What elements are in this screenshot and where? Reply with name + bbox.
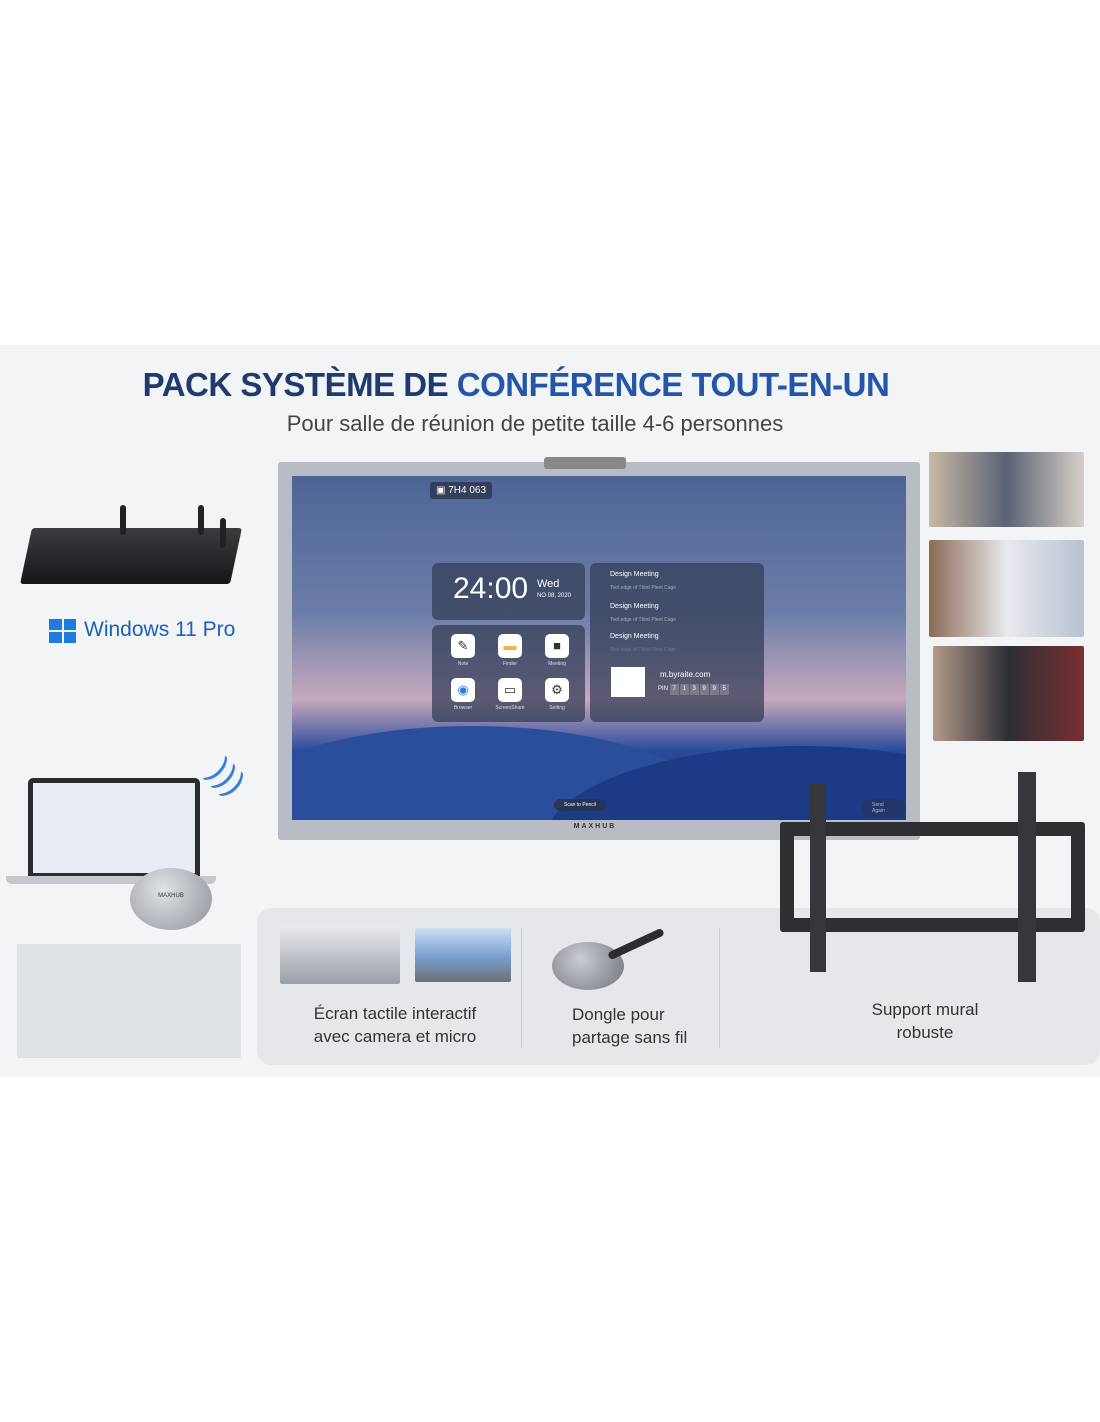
video-conference-photo — [929, 452, 1084, 527]
display-screen: ▣ 7H4 063 24:00 Wed NO 08, 2020 ✎Note ▬F… — [292, 476, 906, 820]
subtitle: Pour salle de réunion de petite taille 4… — [286, 411, 784, 436]
caption-dongle: Dongle pour partage sans fil — [572, 1005, 688, 1047]
whiteboard-photo — [933, 646, 1084, 741]
antenna — [198, 505, 204, 535]
app-screenshare[interactable]: ▭ScreenShare — [487, 678, 533, 711]
laptop-base — [6, 876, 216, 884]
qr-code — [611, 667, 645, 697]
app-browser[interactable]: ◉Browser — [440, 678, 486, 711]
app-setting[interactable]: ⚙Setting — [534, 678, 580, 711]
caption-mount: Support mural robuste — [871, 1000, 979, 1042]
share-url: m.byraite.com — [660, 670, 711, 679]
send-again-button[interactable]: Send Again — [862, 799, 906, 817]
app-meeting[interactable]: ■Meeting — [534, 634, 580, 667]
caption-screen: Écran tactile interactif avec camera et … — [313, 1004, 477, 1046]
laptop-image — [28, 778, 200, 878]
camera-bar — [544, 457, 626, 469]
divider — [521, 928, 522, 1048]
dongle-puck: MAXHUB — [130, 868, 212, 930]
app-note[interactable]: ✎Note — [440, 634, 486, 667]
os-label: Windows 11 Pro — [84, 618, 236, 641]
scan-button[interactable]: Scan to Pencil — [554, 799, 606, 811]
mount-rail — [1018, 772, 1036, 982]
title-part-2: CONFÉRENCE TOUT-EN-UN — [456, 366, 890, 403]
brand-logo: MAXHUB — [573, 823, 617, 830]
wall-mount-image — [780, 822, 1085, 932]
room-tag: ▣ 7H4 063 — [430, 482, 493, 499]
antenna — [120, 505, 126, 535]
multi-device-image — [17, 944, 241, 1058]
antenna — [220, 518, 226, 548]
divider — [719, 928, 720, 1048]
title-part-1: PACK SYSTÈME DE — [142, 366, 457, 403]
clock-widget: 24:00 Wed NO 08, 2020 — [432, 563, 585, 620]
mount-rail — [810, 784, 826, 972]
camera-closeup-photo — [280, 926, 400, 984]
windows-logo-icon — [49, 619, 76, 643]
page-title: PACK SYSTÈME DE CONFÉRENCE TOUT-EN-UN — [0, 366, 1032, 404]
touch-screen-photo — [415, 928, 511, 982]
mini-pc-image — [20, 528, 242, 584]
app-finder[interactable]: ▬Finder — [487, 634, 533, 667]
app-grid: ✎Note ▬Finder ■Meeting ◉Browser ▭ScreenS… — [432, 625, 585, 722]
presentation-photo — [929, 540, 1084, 637]
